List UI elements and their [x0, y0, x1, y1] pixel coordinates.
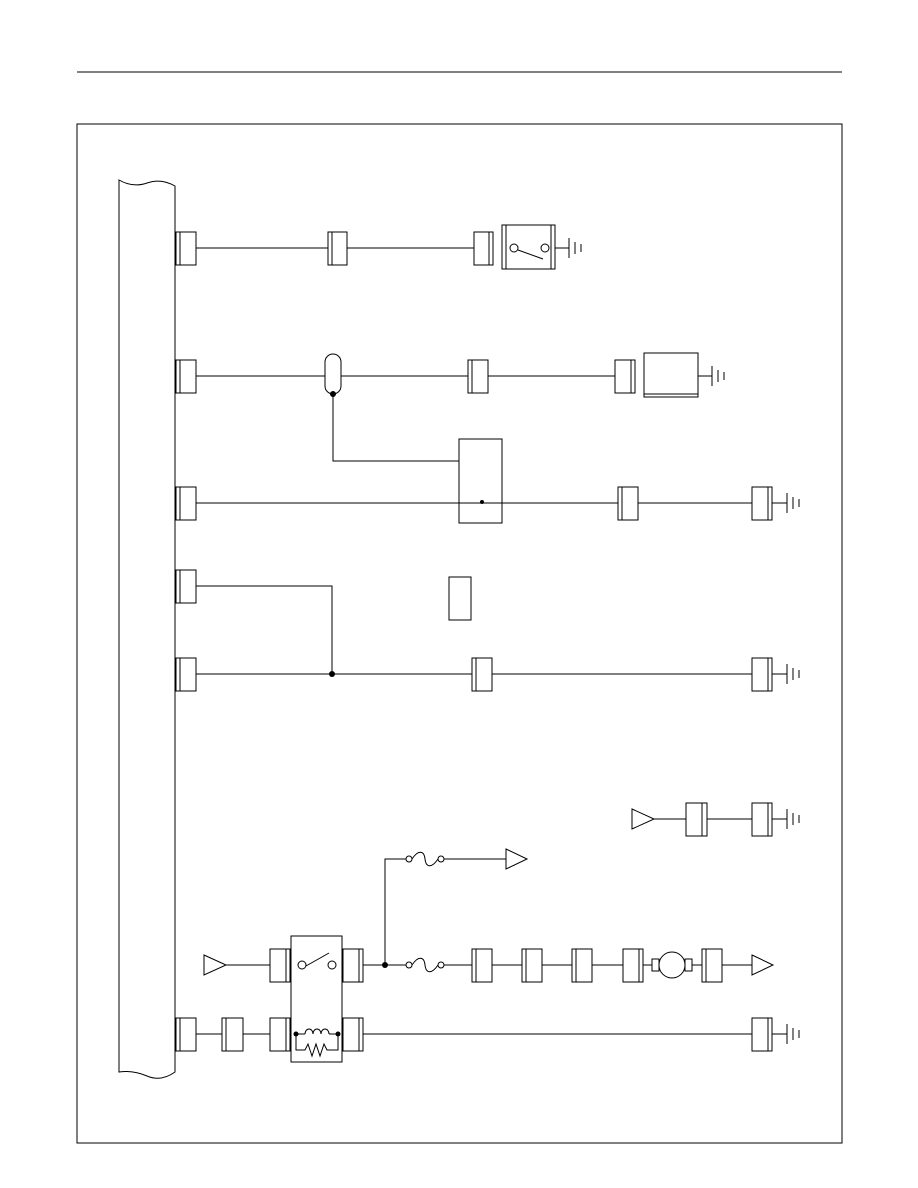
circuit-row-7 — [203, 948, 775, 983]
connector — [175, 359, 197, 394]
relay-switch — [297, 952, 337, 970]
connector — [342, 948, 364, 983]
fuse-branch — [384, 848, 529, 965]
junction-dot — [480, 500, 484, 504]
connector — [175, 486, 197, 521]
connector — [175, 1017, 197, 1052]
ground-icon — [786, 1024, 800, 1044]
connector — [571, 948, 593, 983]
circuit-row-3 — [175, 438, 800, 524]
circuit-row-8 — [175, 1017, 800, 1058]
fuse-icon — [405, 851, 445, 867]
wire — [384, 858, 406, 965]
power-source-arrow-icon — [631, 808, 656, 830]
junction-dot — [329, 671, 335, 677]
switch — [501, 224, 556, 270]
control-unit — [118, 179, 176, 1079]
circuit-row-2 — [175, 352, 725, 502]
ground-icon — [786, 809, 800, 829]
connector — [701, 948, 723, 983]
connector — [342, 1017, 364, 1052]
ground-icon — [786, 664, 800, 684]
diagram-frame — [76, 123, 843, 1144]
connector — [327, 231, 348, 266]
circuit-row-1 — [175, 224, 582, 270]
connector — [622, 948, 644, 983]
connector — [751, 1017, 773, 1052]
connector — [685, 802, 708, 837]
connector — [617, 486, 639, 521]
connector — [467, 359, 489, 394]
connector — [269, 1017, 291, 1052]
power-source-arrow-icon — [505, 848, 529, 870]
relay-coil — [293, 1028, 341, 1058]
circuit-row-6 — [631, 802, 800, 837]
connector — [175, 569, 197, 604]
wire — [196, 585, 333, 674]
shield-splice — [324, 353, 342, 395]
connector — [471, 948, 493, 983]
junction-block — [448, 576, 472, 621]
fuse-icon — [405, 957, 445, 973]
motor-icon — [651, 951, 693, 979]
connector — [751, 802, 773, 837]
ground-icon — [568, 238, 582, 258]
power-source-arrow-icon — [751, 954, 775, 976]
shield-ground-block — [458, 438, 503, 524]
connector — [221, 1017, 244, 1052]
power-source-arrow-icon — [203, 954, 228, 976]
connector — [751, 486, 773, 521]
sensor-module — [643, 352, 699, 398]
connector — [175, 231, 197, 266]
connector — [614, 359, 636, 394]
connector — [473, 231, 494, 266]
connector — [521, 948, 543, 983]
relay — [290, 935, 343, 1063]
connector — [269, 948, 291, 983]
connector — [175, 657, 197, 692]
ground-icon — [786, 493, 800, 513]
circuit-row-4-5 — [175, 569, 800, 692]
ground-icon — [711, 366, 725, 386]
junction-dot — [382, 962, 388, 968]
connector — [471, 657, 493, 692]
connector — [751, 657, 773, 692]
